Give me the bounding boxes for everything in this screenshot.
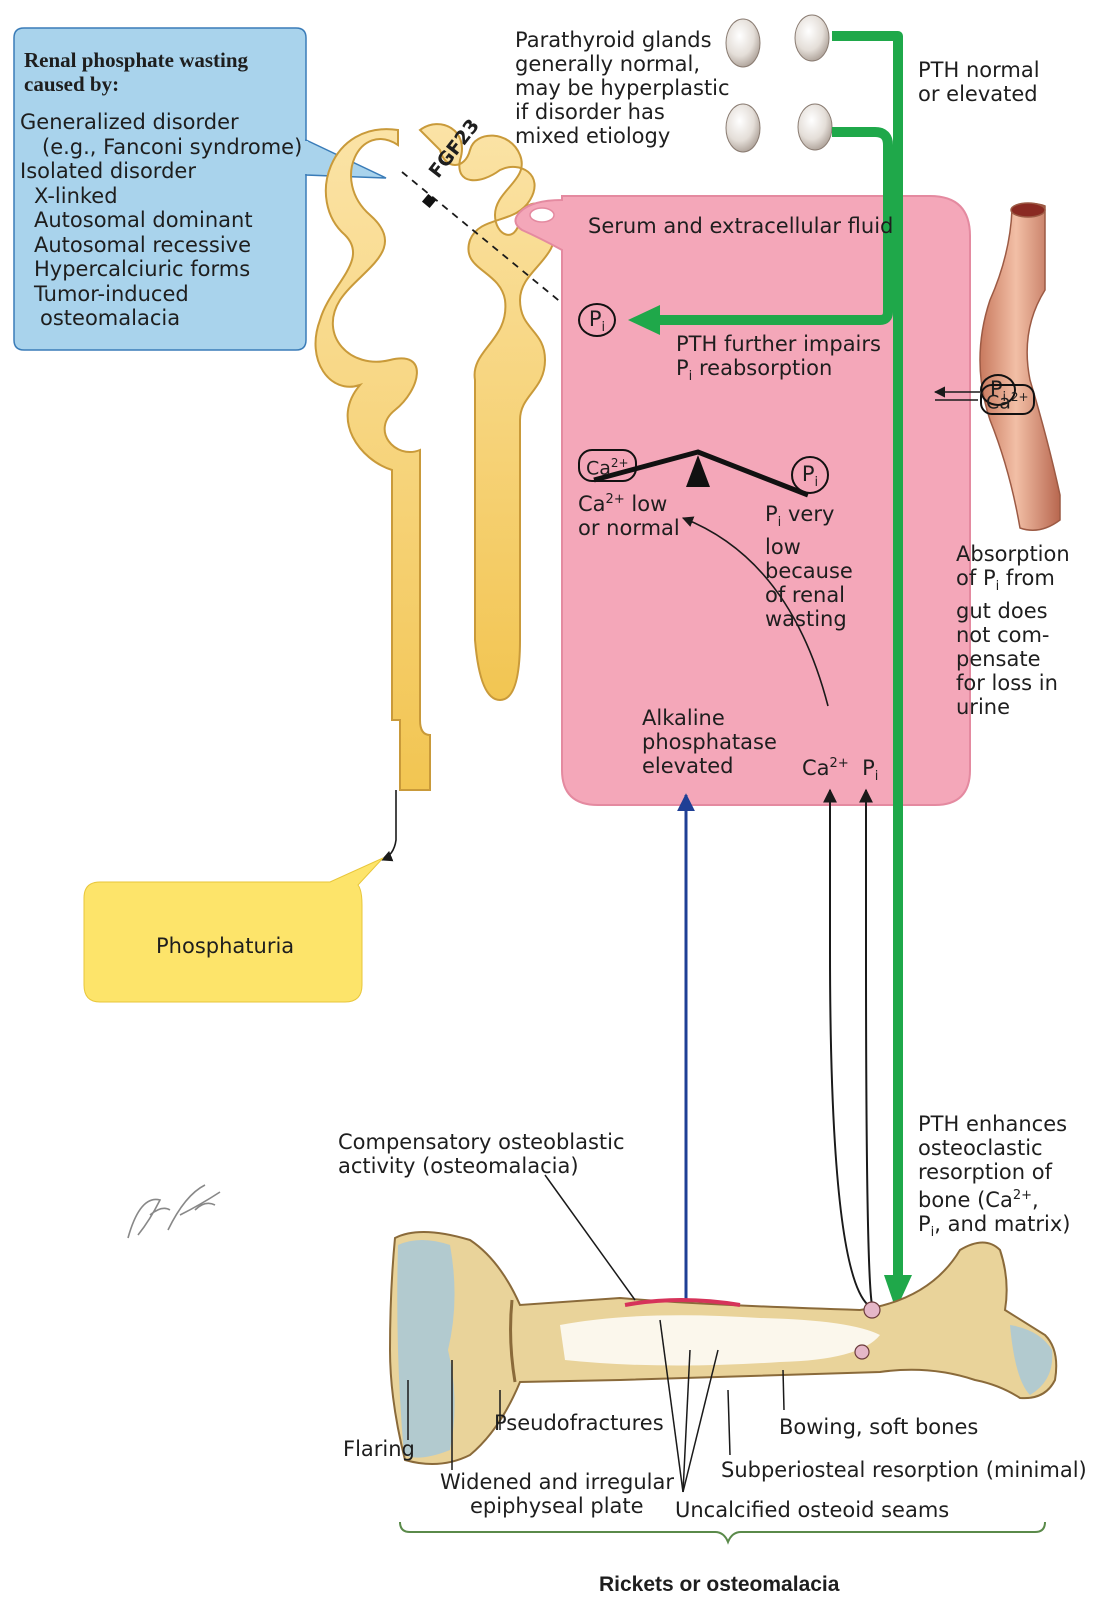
- arrow-bone-pi: [866, 790, 872, 1305]
- ca-badge-seesaw: Ca2+: [578, 449, 637, 482]
- callout-line: Hypercalciuric forms: [20, 257, 302, 282]
- pseudofractures-label: Pseudofractures: [494, 1411, 664, 1435]
- callout-list: Generalized disorder (e.g., Fanconi synd…: [20, 110, 302, 331]
- widened-label: Widened and irregular epiphyseal plate: [440, 1470, 674, 1518]
- ca-low-label: Ca2+ low or normal: [578, 488, 680, 540]
- bone-resorption-site: [864, 1302, 880, 1318]
- callout-line: X-linked: [20, 184, 302, 209]
- parathyroid-label: Parathyroid glands generally normal, may…: [515, 28, 730, 148]
- pth-impairs-label: PTH further impairs Pi reabsorption: [676, 332, 881, 389]
- parathyroid-glands: [726, 15, 832, 152]
- callout-line: Tumor-induced: [20, 282, 302, 307]
- pi-badge-serum: Pi: [578, 303, 616, 337]
- pth-enhances-label: PTH enhances osteoclastic resorption of …: [918, 1112, 1070, 1245]
- ca-badge-gut-text: Ca2+: [980, 384, 1035, 415]
- netter-signature: [128, 1185, 220, 1238]
- callout-line: Isolated disorder: [20, 159, 302, 184]
- phosphaturia-label: Phosphaturia: [156, 934, 294, 958]
- callout-line: osteomalacia: [20, 306, 302, 331]
- serum-label: Serum and extracellular fluid: [588, 214, 893, 238]
- gut-segment: [980, 204, 1060, 530]
- footer-bracket: [400, 1522, 1045, 1542]
- footer-title: Rickets or osteomalacia: [599, 1573, 839, 1597]
- pi-very-low-label: Pi very low because of renal wasting: [765, 502, 853, 631]
- callout-line: Autosomal dominant: [20, 208, 302, 233]
- absorption-label: Absorption of Pi from gut does not com- …: [956, 542, 1070, 719]
- arrow-nephron-to-phosphaturia: [382, 790, 396, 860]
- ca-pi-bone-label: Ca2+ Pi: [802, 752, 878, 789]
- pth-normal-label: PTH normal or elevated: [918, 58, 1040, 106]
- pi-badge-seesaw: Pi: [791, 456, 829, 494]
- callout-title: Renal phosphate wasting caused by:: [24, 48, 284, 96]
- phosphaturia-box: [84, 858, 383, 1002]
- compensatory-label: Compensatory osteoblastic activity (oste…: [338, 1130, 625, 1178]
- arrow-bone-ca: [830, 790, 868, 1305]
- callout-line: (e.g., Fanconi syndrome): [20, 135, 302, 160]
- flaring-label: Flaring: [343, 1437, 415, 1461]
- callout-line: Autosomal recessive: [20, 233, 302, 258]
- uncalcified-label: Uncalcified osteoid seams: [675, 1498, 949, 1522]
- fgf23-marker: [422, 194, 436, 208]
- alk-phos-label: Alkaline phosphatase elevated: [642, 706, 777, 778]
- callout-line: Generalized disorder: [20, 110, 302, 135]
- bowing-label: Bowing, soft bones: [779, 1415, 978, 1439]
- subperiosteal-label: Subperiosteal resorption (minimal): [721, 1458, 1087, 1482]
